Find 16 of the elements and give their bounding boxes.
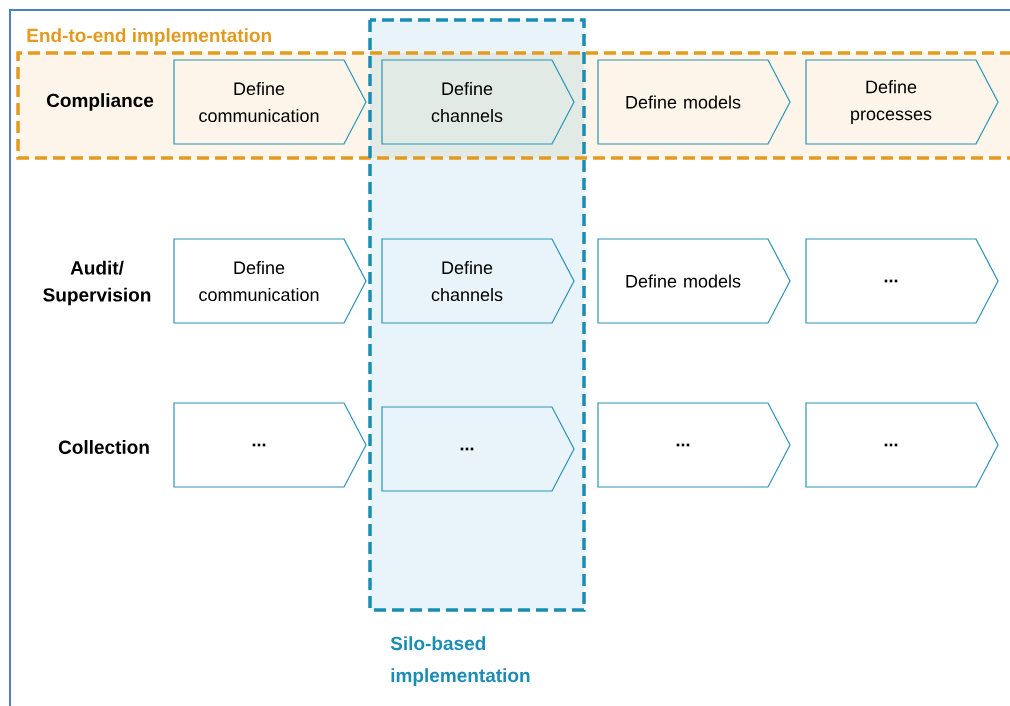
chevron-box: Define communication [173, 238, 367, 324]
chevron-box: Define processes [805, 59, 999, 145]
chevron-box: ... [805, 238, 999, 324]
chevron-box: ... [805, 402, 999, 488]
chevron-box: ... [173, 402, 367, 488]
row-label: Audit/ Supervision [43, 260, 151, 306]
chevron-box: Define channels [381, 238, 575, 324]
chevron-box: Define communication [173, 59, 367, 145]
chevron-box: ... [597, 402, 791, 488]
chevron-box: ... [381, 406, 575, 492]
row-label: Collection [58, 440, 149, 454]
chevron-box: Define models [597, 238, 791, 324]
row-label: Compliance [46, 93, 154, 111]
node-label: Silo-based implementation [390, 636, 530, 686]
chevron-box: Define channels [381, 59, 575, 145]
chevron-box: Define models [597, 59, 791, 145]
